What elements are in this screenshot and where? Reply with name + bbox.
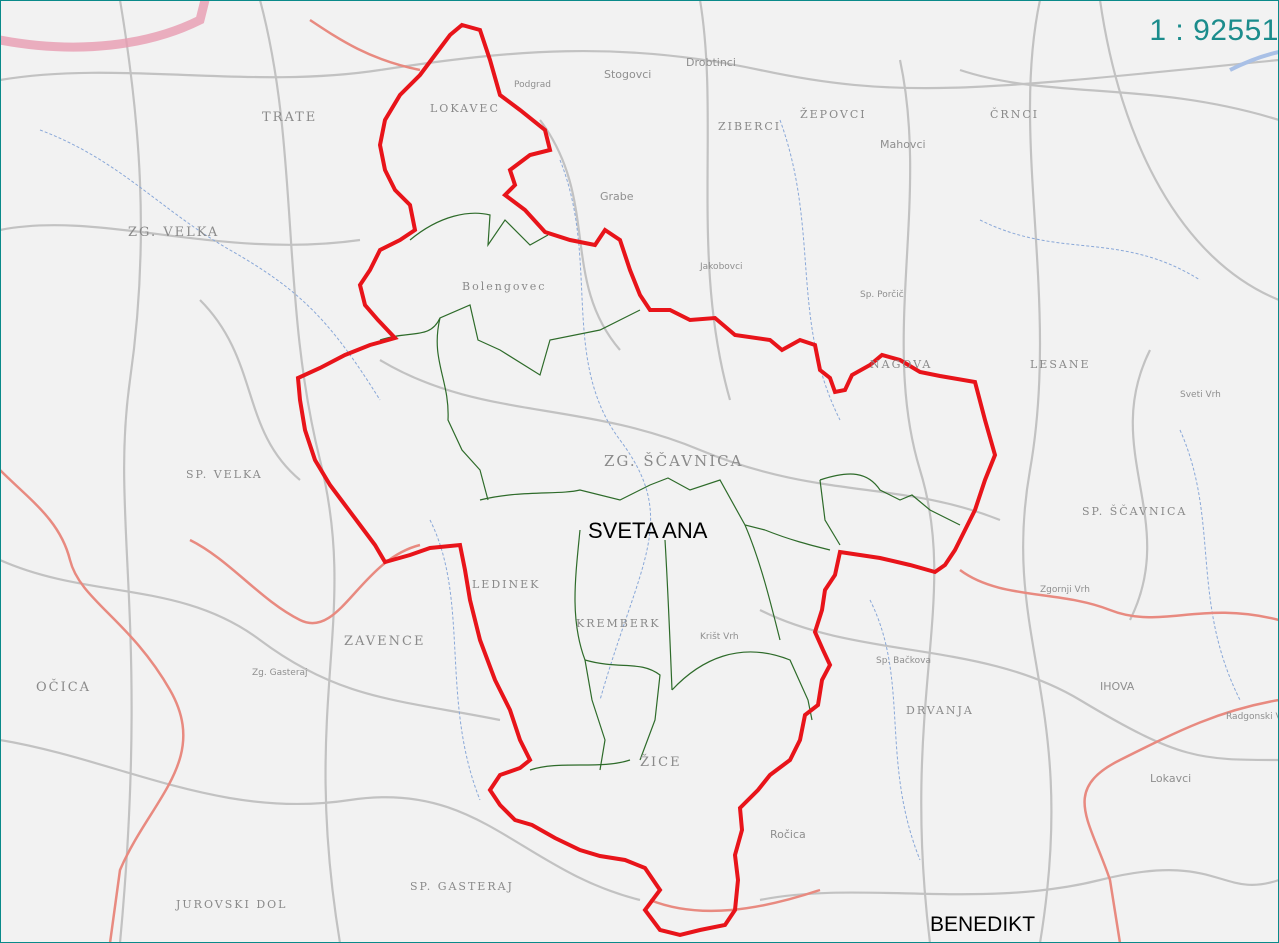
river-east <box>1229 50 1279 72</box>
place-label: ŽEPOVCI <box>800 108 867 121</box>
place-label: TRATE <box>262 110 318 125</box>
place-label: Drobtinci <box>686 56 736 69</box>
place-label: SP. ŠČAVNICA <box>1082 505 1188 518</box>
place-label: SP. GASTERAJ <box>410 880 514 893</box>
map-scale-label: 1 : 92551 <box>1149 14 1279 47</box>
settlement-borders <box>379 212 961 771</box>
place-label: Bolengovec <box>462 280 547 293</box>
place-label: Sveti Vrh <box>1180 390 1221 400</box>
place-label: ZAVENCE <box>344 634 426 649</box>
place-label: Krišt Vrh <box>700 632 739 642</box>
place-label: ZG. ŠČAVNICA <box>604 452 744 470</box>
place-label: IHOVA <box>1100 680 1135 693</box>
place-label: ŽICE <box>640 755 682 770</box>
place-label: JUROVSKI DOL <box>176 898 288 911</box>
place-label: Podgrad <box>514 80 551 90</box>
place-label: ZG. VELKA <box>128 225 220 240</box>
place-label: NAGOVA <box>870 358 933 371</box>
place-label: DRVANJA <box>906 704 974 717</box>
municipality-border <box>295 22 998 938</box>
place-label: Jakobovci <box>700 262 743 272</box>
streams <box>39 119 1241 861</box>
regional-borders <box>0 18 1279 943</box>
place-label: ČRNCI <box>990 108 1040 121</box>
place-label: Sp. Porčič <box>860 290 904 300</box>
river <box>0 0 210 52</box>
place-label: KREMBERK <box>576 617 661 630</box>
place-label: ZIBERCI <box>718 120 782 133</box>
place-label: LOKAVEC <box>430 102 500 115</box>
place-label: Stogovci <box>604 68 652 81</box>
neighbor-municipality-label: BENEDIKT <box>930 913 1036 936</box>
place-label: Zgornji Vrh <box>1040 585 1090 595</box>
place-label: Radgonski Vrh <box>1226 712 1279 722</box>
place-label: SP. VELKA <box>186 468 263 481</box>
place-label: Ročica <box>770 828 806 841</box>
place-label: Grabe <box>600 190 634 203</box>
place-label: LEDINEK <box>472 578 541 591</box>
place-label: OČICA <box>36 680 92 695</box>
place-label: Lokavci <box>1150 772 1192 785</box>
place-label: LESANE <box>1030 358 1091 371</box>
place-label: Sp. Bačkova <box>876 656 932 666</box>
municipality-label: SVETA ANA <box>588 518 708 543</box>
place-label: Mahovci <box>880 138 926 151</box>
place-label: Zg. Gasteraj <box>252 668 308 678</box>
